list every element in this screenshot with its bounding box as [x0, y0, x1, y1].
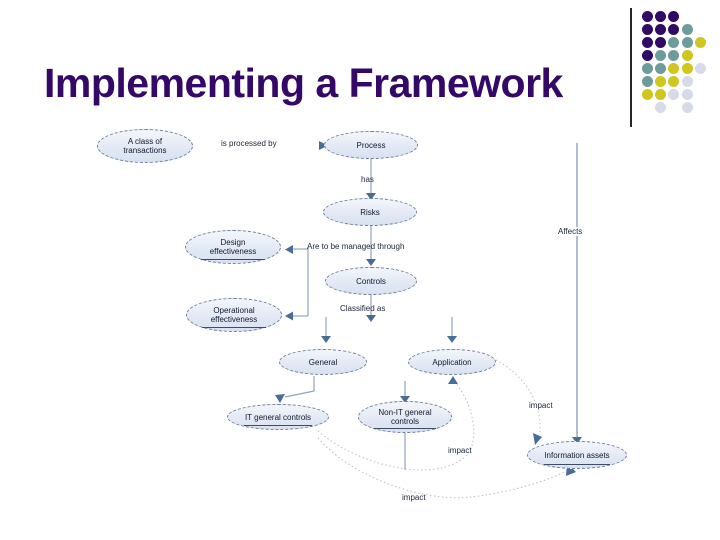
decoration-dot	[681, 50, 693, 61]
decoration-dot	[694, 63, 706, 74]
node-label: Design effectiveness	[209, 238, 257, 256]
decoration-dot	[655, 50, 667, 61]
connector-to-itgc	[284, 390, 315, 398]
decoration-dot	[681, 37, 693, 48]
decoration-dot	[655, 63, 667, 74]
decoration-dot	[642, 24, 653, 35]
decoration-dot	[655, 24, 667, 35]
node-label-underline	[202, 327, 266, 328]
node-label: A class of transactions	[123, 137, 167, 155]
node-non-it-general-controls: Non-IT general controls	[358, 401, 452, 433]
node-risks: Risks	[323, 198, 417, 226]
decoration-dot	[681, 63, 693, 74]
decoration-dot	[655, 11, 667, 22]
arrowhead-into-general	[321, 336, 331, 343]
node-label: IT general controls	[244, 412, 312, 422]
decoration-dot	[668, 24, 680, 35]
decoration-dot	[668, 50, 680, 61]
curve-itgc-to-info-assets	[317, 437, 567, 499]
decoration-dot	[655, 102, 667, 113]
arrowhead-into-controls	[366, 259, 376, 266]
node-operational-effectiveness: Operational effectiveness	[186, 298, 282, 332]
decoration-dot	[668, 89, 680, 100]
arrowhead-classified-split	[366, 315, 376, 322]
decoration-dot	[655, 37, 667, 48]
node-label-underline	[543, 464, 611, 465]
decoration-dot	[642, 50, 653, 61]
decoration-dot	[642, 63, 653, 74]
node-label: Information assets	[544, 450, 610, 460]
node-label-underline	[373, 428, 437, 429]
edge-label-impact-it: impact	[402, 493, 426, 502]
node-label: Risks	[360, 207, 380, 217]
arrowhead-impact-into-application-bottom	[448, 376, 458, 384]
decoration-dot	[668, 76, 680, 87]
edge-label-has: has	[361, 175, 374, 184]
decoration-dot	[681, 102, 693, 113]
edge-label-impact-application: impact	[528, 401, 554, 410]
edge-label-is-processed-by: is processed by	[221, 139, 277, 148]
node-label: Process	[356, 140, 386, 150]
dashed-impact-curves	[317, 359, 567, 499]
node-label: Application	[432, 357, 472, 367]
curve-application-to-info-assets	[495, 359, 541, 433]
decoration-dot	[681, 76, 693, 87]
decoration-dot	[642, 37, 653, 48]
arrowhead-into-itgc	[275, 394, 285, 403]
arrowhead-into-operational	[285, 311, 293, 321]
node-general: General	[279, 349, 367, 375]
arrowhead-into-design	[285, 245, 293, 254]
node-controls: Controls	[325, 267, 417, 295]
node-label-underline	[201, 259, 265, 260]
decoration-dot	[642, 76, 653, 87]
decoration-vertical-rule	[630, 8, 632, 127]
decoration-dot	[694, 37, 706, 48]
edge-label-affects: Affects	[557, 227, 584, 236]
node-label: Controls	[356, 276, 386, 286]
decoration-dot	[642, 89, 653, 100]
node-information-assets: Information assets	[527, 441, 627, 469]
arrowhead-impact-into-info-assets-left	[533, 433, 542, 445]
decoration-dot	[655, 76, 667, 87]
node-application: Application	[408, 349, 496, 375]
node-label: Operational effectiveness	[210, 306, 258, 324]
edge-label-classified-as: Classified as	[340, 304, 386, 313]
decoration-dot	[642, 11, 653, 22]
node-it-general-controls: IT general controls	[227, 404, 329, 430]
node-a-class-of-transactions: A class of transactions	[97, 129, 193, 163]
decoration-dot	[681, 89, 693, 100]
node-label-underline	[244, 425, 312, 426]
slide-title: Implementing a Framework	[44, 60, 563, 106]
node-label: General	[308, 357, 338, 367]
node-process: Process	[324, 131, 418, 159]
node-design-effectiveness: Design effectiveness	[185, 230, 281, 264]
node-label: Non-IT general controls	[378, 408, 432, 426]
decoration-dot	[681, 24, 693, 35]
decoration-dot	[668, 63, 680, 74]
edge-label-impact-non-it: impact	[448, 446, 472, 455]
decoration-dot	[668, 11, 680, 22]
edge-label-are-to-be-managed-through: Are to be managed through	[307, 242, 405, 251]
arrowhead-into-application	[447, 336, 457, 343]
decoration-dot	[655, 89, 667, 100]
decoration-dot	[668, 37, 680, 48]
